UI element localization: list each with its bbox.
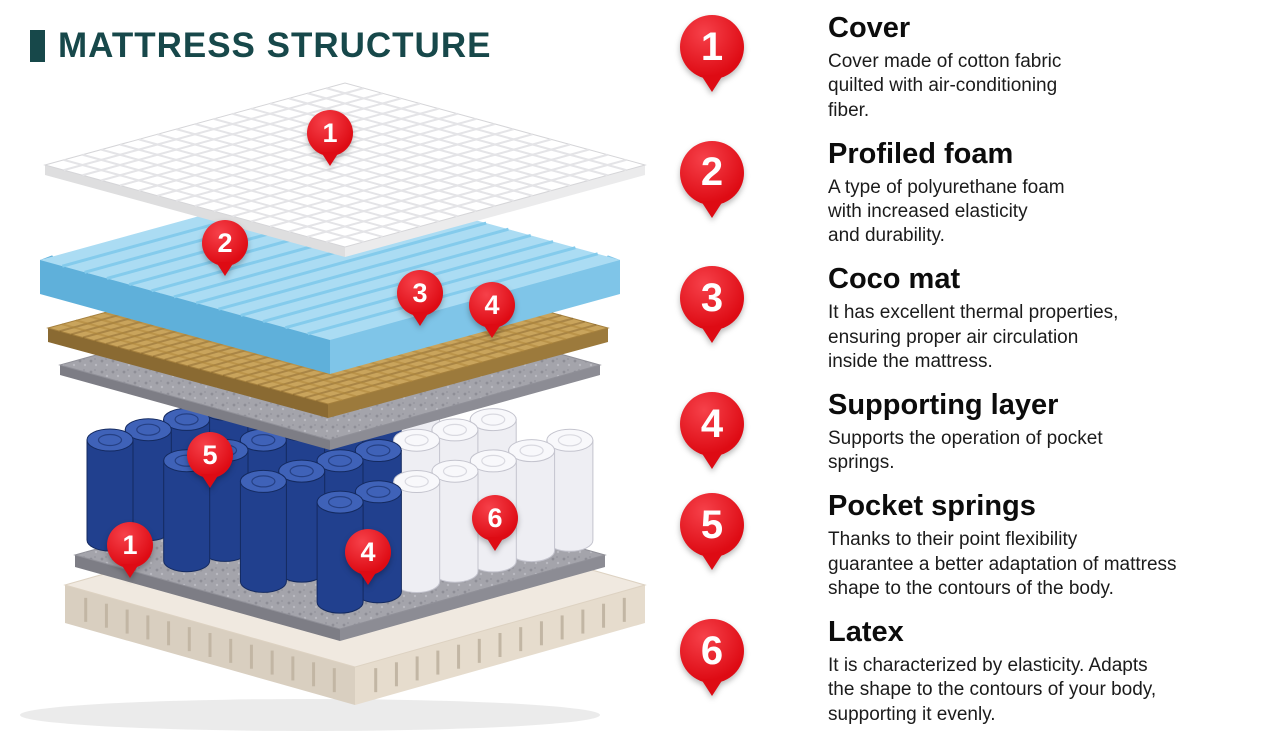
legend-item-description: It is characterized by elasticity. Adapt… [828,655,1157,725]
marker-number: 5 [202,439,218,470]
legend-item-title: Coco mat [828,263,961,296]
legend-item-supporting-layer: 4 Supporting layer Supports the operatio… [658,389,1274,476]
legend-pin: 5 [680,493,744,558]
legend-text: Supporting layer Supports the operation … [828,389,1274,476]
legend-text: Cover Cover made of cotton fabric quilte… [828,12,1274,123]
legend-item-cover: 1 Cover Cover made of cotton fabric quil… [658,12,1274,123]
legend-text: Coco mat It has excellent thermal proper… [828,263,1274,374]
diagram-marker-supporting-top: 4 [469,282,515,328]
marker-number: 2 [217,227,233,258]
legend-pin-number: 3 [700,275,724,320]
legend-item-title: Pocket springs [828,490,1036,523]
legend: 1 Cover Cover made of cotton fabric quil… [658,0,1280,743]
legend-item-description: A type of polyurethane foam with increas… [828,176,1065,247]
legend-item-title: Latex [828,616,904,649]
legend-pin-number: 2 [700,150,724,195]
legend-item-pocket-springs: 5 Pocket springs Thanks to their point f… [658,490,1274,601]
legend-pin: 2 [680,140,744,205]
mattress-diagram: 1 2 3 4 5 6 1 4 [0,60,660,743]
legend-pin: 6 [680,619,744,684]
legend-item-description: Cover made of cotton fabric quilted with… [828,51,1062,121]
diagram-marker-cover-bottom: 1 [107,522,153,568]
legend-pin-number: 5 [700,502,724,547]
legend-item-description: Supports the operation of pocket springs… [828,428,1103,474]
legend-item-title: Cover [828,12,911,44]
diagram-marker-coco-mat: 3 [397,270,443,316]
legend-item-profiled-foam: 2 Profiled foam A type of polyurethane f… [658,138,1274,249]
legend-item-latex: 6 Latex It is characterized by elasticit… [658,616,1274,727]
diagram-marker-profiled-foam: 2 [202,220,248,266]
legend-pin: 3 [680,266,744,331]
marker-number: 1 [122,529,138,560]
diagram-marker-latex: 6 [472,495,518,541]
diagram-marker-cover: 1 [307,110,353,156]
legend-pin-number: 4 [700,401,724,446]
title-accent-bar [30,30,45,62]
marker-number: 4 [484,289,500,320]
legend-pin: 4 [680,392,744,457]
legend-item-coco-mat: 3 Coco mat It has excellent thermal prop… [658,263,1274,374]
marker-number: 1 [322,117,338,148]
diagram-marker-pocket-springs: 5 [187,432,233,478]
marker-number: 3 [412,277,428,308]
legend-pin: 1 [680,15,744,79]
legend-text: Latex It is characterized by elasticity.… [828,616,1274,727]
marker-number: 4 [360,536,376,567]
legend-text: Pocket springs Thanks to their point fle… [828,490,1274,601]
legend-pin-number: 6 [700,628,724,673]
legend-item-title: Profiled foam [828,137,1014,170]
page-header: MATTRESS STRUCTURE [30,26,491,66]
legend-pin-number: 1 [700,24,724,69]
diagram-marker-supporting-bottom: 4 [345,529,391,575]
legend-text: Profiled foam A type of polyurethane foa… [828,138,1274,249]
legend-item-title: Supporting layer [828,389,1059,422]
page-title: MATTRESS STRUCTURE [58,26,492,65]
marker-number: 6 [487,502,503,533]
legend-item-description: Thanks to their point flexibility guaran… [828,529,1177,599]
legend-item-description: It has excellent thermal properties, ens… [828,302,1119,372]
mattress-layers-illustration [20,82,647,731]
